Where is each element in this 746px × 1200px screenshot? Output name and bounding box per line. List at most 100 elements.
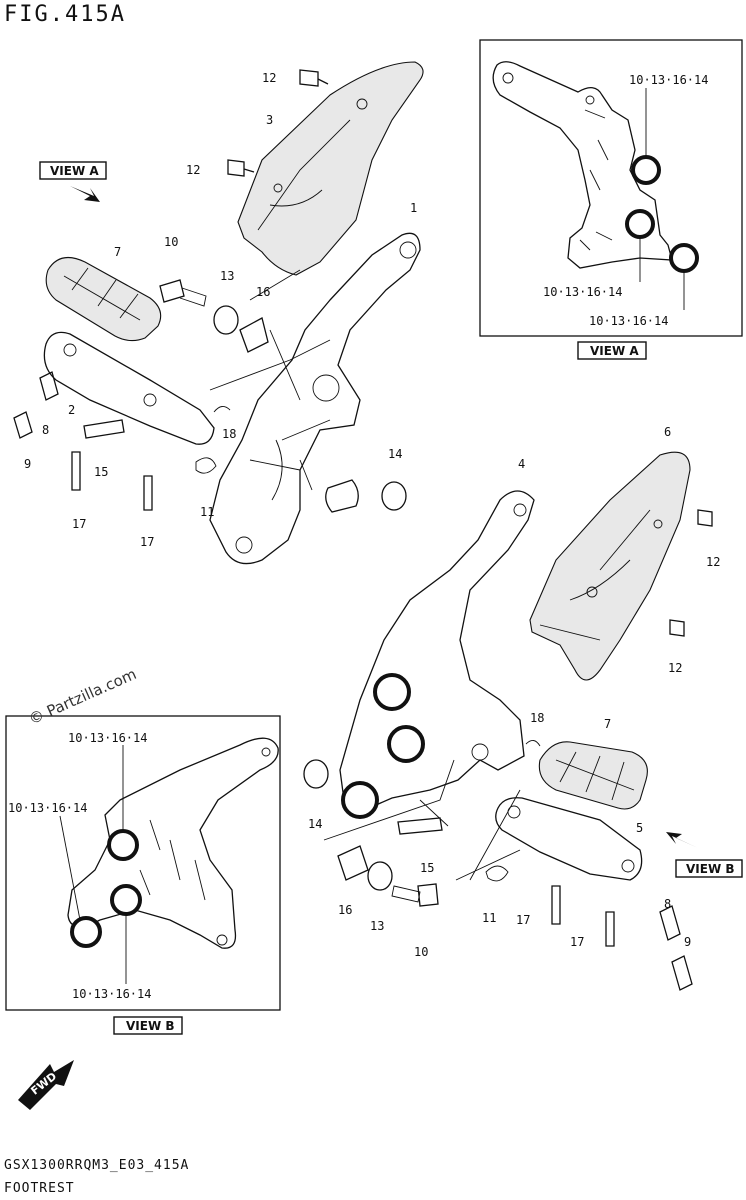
callout-13-left: 13 (220, 269, 234, 283)
callout-18-left: 18 (222, 427, 236, 441)
figure-code: GSX1300RRQM3_E03_415A (4, 1158, 190, 1173)
callout-3: 3 (266, 113, 273, 127)
callout-14-left: 14 (388, 447, 402, 461)
heel-guard-6 (529, 451, 691, 681)
bracket-4-hole-3 (341, 781, 379, 819)
bolt-12-right-2 (669, 619, 685, 637)
callout-17-right-a: 17 (516, 913, 530, 927)
callout-11-left: 11 (200, 505, 214, 519)
bolt-17-right-b (605, 911, 615, 947)
view-b-label-1: 10·13·16·14 (68, 731, 147, 745)
callout-12-mid: 12 (186, 163, 200, 177)
left-footrest-assembly (13, 61, 424, 565)
callout-8-right: 8 (664, 897, 671, 911)
spring-11-right (485, 865, 509, 882)
footpeg-holder-5 (495, 797, 643, 881)
bolt-17-left-b (143, 475, 153, 511)
callout-1: 1 (410, 201, 417, 215)
view-a-label-2: 10·13·16·14 (543, 285, 622, 299)
bush-16-right (337, 845, 369, 881)
view-a-label-1: 10·13·16·14 (629, 73, 708, 87)
nut-9-left (13, 411, 33, 439)
bolt-10-right (391, 883, 439, 907)
view-b-hole-1 (107, 829, 139, 861)
view-a-hole-1 (631, 155, 661, 185)
callout-5: 5 (636, 821, 643, 835)
bolt-17-right-a (551, 885, 561, 925)
callout-10-left: 10 (164, 235, 178, 249)
e-ring-18-left (213, 406, 231, 413)
bolt-10-left (159, 279, 207, 307)
view-a-tag-box (577, 341, 647, 360)
washer-14-left (381, 481, 407, 511)
view-a-tag-main: VIEW A (50, 164, 99, 178)
footpeg-rubber-7-right (538, 741, 648, 810)
callout-6: 6 (664, 425, 671, 439)
fwd-arrow-icon: FWD (18, 1060, 74, 1110)
view-a-inset: 10·13·16·14 10·13·16·14 10·13·16·14 VIEW… (479, 39, 743, 360)
callout-16-left: 16 (256, 285, 270, 299)
callout-15-left: 15 (94, 465, 108, 479)
figure-name: FOOTREST (4, 1181, 75, 1196)
spring-11-left (195, 457, 217, 474)
view-b-tag-inset: VIEW B (126, 1019, 175, 1033)
view-a-tag-inset: VIEW A (590, 344, 639, 358)
bush-16-left (239, 317, 269, 353)
callout-7-right: 7 (604, 717, 611, 731)
callout-10-right: 10 (414, 945, 428, 959)
bolt-12-mid (227, 159, 255, 177)
view-b-tag-main: VIEW B (686, 862, 735, 876)
view-b-label-3: 10·13·16·14 (72, 987, 151, 1001)
pin-15-right (397, 817, 443, 835)
washer-13-right (367, 861, 393, 891)
callout-12-top: 12 (262, 71, 276, 85)
view-b-label-2: 10·13·16·14 (8, 801, 87, 815)
callout-9-left: 9 (24, 457, 31, 471)
footrest-bracket-1 (209, 232, 421, 565)
nut-9-right (671, 955, 693, 991)
callout-14-right: 14 (308, 817, 322, 831)
bracket-4-hole-2 (387, 725, 425, 763)
callout-7-left: 7 (114, 245, 121, 259)
pin-8-left (39, 371, 59, 401)
view-a-hole-2 (625, 209, 655, 239)
right-footrest-assembly (303, 451, 713, 991)
callout-18-right: 18 (530, 711, 544, 725)
callout-8-left: 8 (42, 423, 49, 437)
callout-17-left-b: 17 (140, 535, 154, 549)
figure-title: FIG.415A (4, 2, 126, 27)
callout-17-right-b: 17 (570, 935, 584, 949)
view-a-label-3: 10·13·16·14 (589, 314, 668, 328)
view-direction-arrow-icon-b (666, 832, 698, 848)
bracket-4-hole-1 (373, 673, 411, 711)
bolt-12-top (299, 69, 329, 87)
pin-15-left (83, 419, 125, 439)
callout-11-right: 11 (482, 911, 496, 925)
callout-17-left-a: 17 (72, 517, 86, 531)
view-b-tag-box (113, 1016, 183, 1035)
bolt-12-right-1 (697, 509, 713, 527)
callout-9-right: 9 (684, 935, 691, 949)
pin-8-right (659, 905, 681, 941)
callout-15-right: 15 (420, 861, 434, 875)
callout-4: 4 (518, 457, 525, 471)
callout-2: 2 (68, 403, 75, 417)
view-a-hole-3 (669, 243, 699, 273)
heel-guard (237, 61, 424, 276)
view-direction-arrow-icon (70, 186, 100, 202)
footrest-bracket-4 (339, 490, 535, 813)
washer-14-right (303, 759, 329, 789)
washer-13-left (213, 305, 239, 335)
footpeg-holder-2 (43, 331, 215, 445)
view-b-hole-3 (70, 916, 102, 948)
e-ring-18-right (525, 740, 541, 747)
view-a-tag-main-box (39, 161, 107, 180)
callout-12-right-2: 12 (668, 661, 682, 675)
view-b-tag-main-box (675, 859, 743, 878)
bolt-17-left-a (71, 451, 81, 491)
callout-12-right-1: 12 (706, 555, 720, 569)
callout-16-right: 16 (338, 903, 352, 917)
view-b-hole-2 (110, 884, 142, 916)
view-b-inset: 10·13·16·14 10·13·16·14 10·13·16·14 VIEW… (5, 715, 281, 1035)
